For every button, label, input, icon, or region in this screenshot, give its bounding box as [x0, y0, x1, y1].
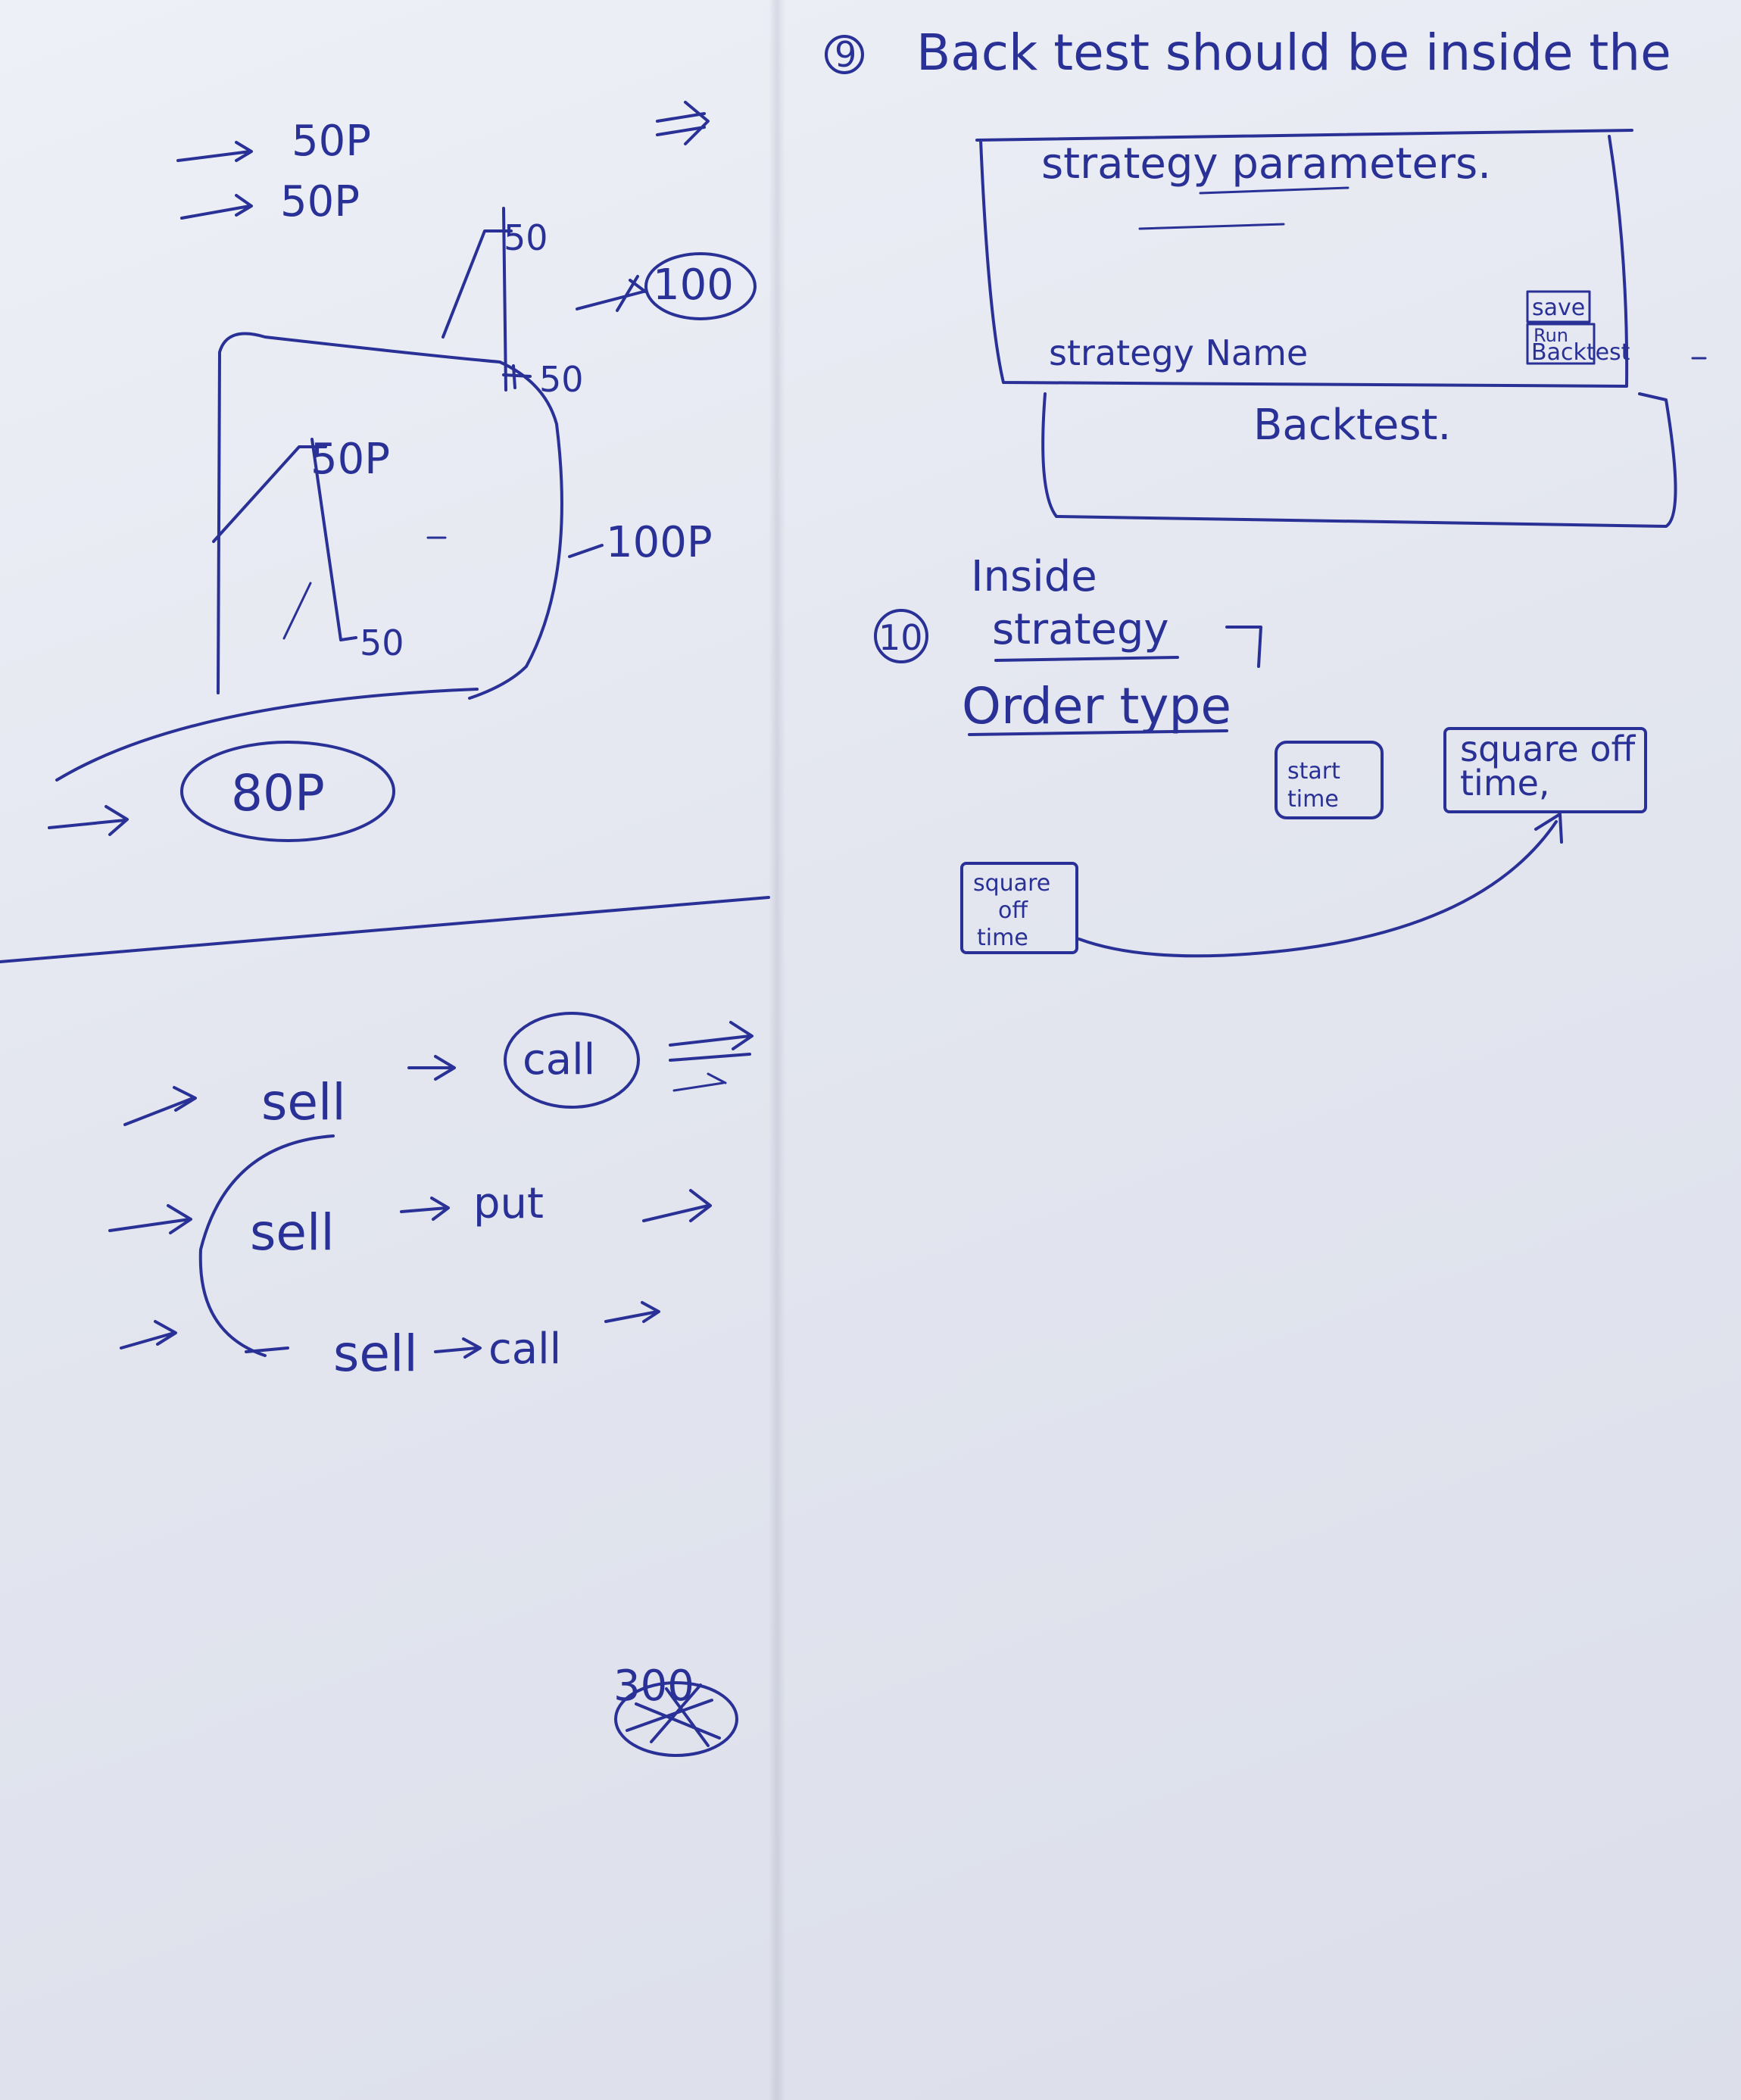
sell-leg-1-action: sell	[261, 1073, 346, 1131]
payoff-axis	[310, 438, 357, 641]
sell-leg-1-option: call	[523, 1035, 595, 1084]
right-notes: 9 Back test should be inside the strateg…	[825, 23, 1707, 958]
arrow-icon	[400, 1197, 450, 1221]
circled-total: 80P	[231, 764, 325, 822]
underline	[1138, 186, 1349, 230]
square-off-small-2: off	[998, 897, 1028, 924]
arrow-item-2: 50P	[280, 177, 360, 226]
arrow-icon	[48, 805, 129, 836]
save-button-label: save	[1532, 295, 1585, 321]
strategy-name-label: strategy Name	[1049, 332, 1308, 373]
curve-line	[55, 688, 479, 782]
square-off-label-2: time,	[1460, 763, 1550, 803]
chart-base-label: 50	[360, 623, 404, 663]
note10-inside: Inside	[971, 552, 1097, 601]
arrow-item-1: 50P	[292, 117, 371, 166]
left-notes: 50P 50P 50 100 50 50P 50 100P 80P sell	[0, 101, 770, 1757]
double-arrow-icon	[656, 101, 710, 145]
backtest-box	[1041, 392, 1677, 528]
note9-number: 9	[835, 34, 856, 75]
dash-mark	[568, 544, 604, 558]
chart-side-label: 100P	[606, 518, 713, 567]
arrow-icon	[407, 1055, 456, 1081]
square-off-small-3: time	[977, 925, 1028, 951]
backtest-small-label: Backtest	[1531, 339, 1630, 366]
bottom-scribble: 300	[613, 1662, 694, 1711]
arrow-icon	[123, 1086, 197, 1126]
chart-peak-label: 50P	[310, 435, 390, 484]
sell-leg-3-action: sell	[333, 1325, 418, 1383]
start-time-label-1: start	[1287, 758, 1340, 785]
circled-call	[504, 1012, 640, 1109]
arrow-icon	[120, 1320, 177, 1350]
square-off-small-box[interactable]	[960, 862, 1078, 954]
underline	[968, 729, 1228, 736]
sell-leg-2-action: sell	[250, 1203, 335, 1262]
run-button-label: Run	[1534, 325, 1568, 346]
chart-circled-value: 100	[653, 261, 734, 310]
arrow-icon	[576, 275, 647, 312]
double-arrow-icon	[669, 1021, 753, 1062]
note10-order-type: Order type	[962, 677, 1231, 735]
start-time-box[interactable]	[1275, 741, 1384, 819]
payoff-stroke	[282, 582, 312, 640]
arrow-icon	[604, 1301, 660, 1323]
arrow-icon	[672, 1072, 727, 1092]
scribble-lines	[626, 1683, 721, 1747]
sell-leg-2-option: put	[473, 1179, 544, 1228]
chart-top-label: 50	[504, 217, 548, 258]
arrow-icon	[434, 1337, 482, 1359]
run-backtest-button[interactable]	[1526, 323, 1596, 365]
save-button[interactable]	[1526, 290, 1591, 323]
circled-100	[644, 252, 757, 320]
payoff-line	[212, 445, 327, 543]
square-off-small-1: square	[973, 870, 1050, 897]
arrow-icon	[180, 194, 253, 220]
square-off-label-1: square off	[1460, 729, 1636, 769]
arrow-icon	[108, 1204, 192, 1234]
arrow-icon	[245, 1346, 289, 1353]
chart-mid-label: 50	[539, 359, 584, 400]
sell-leg-3-option: call	[488, 1325, 561, 1374]
circled-80p	[180, 741, 395, 842]
move-arrow	[1078, 820, 1558, 958]
note10-strategy: strategy	[992, 605, 1169, 654]
underline	[994, 626, 1262, 668]
section-divider	[0, 896, 770, 963]
scribble-circle	[614, 1681, 738, 1757]
payoff-box	[217, 332, 563, 700]
params-box-title: strategy parameters.	[1041, 139, 1491, 189]
number-circle-9	[825, 35, 864, 74]
spike-line	[441, 229, 513, 339]
note10-number: 10	[878, 617, 923, 658]
square-off-time-box[interactable]	[1443, 727, 1647, 813]
arrow-icon	[642, 1189, 712, 1222]
spike-axis	[502, 207, 507, 392]
number-circle-10	[874, 609, 928, 663]
start-time-label-2: time	[1287, 786, 1339, 813]
params-box	[975, 129, 1633, 388]
note9-heading: Back test should be inside the	[916, 23, 1671, 82]
backtest-label: Backtest.	[1253, 401, 1451, 450]
curve-line	[198, 1134, 335, 1357]
page-fold	[769, 0, 785, 2100]
arrow-icon	[176, 141, 253, 162]
arrowhead-icon	[1534, 813, 1563, 844]
